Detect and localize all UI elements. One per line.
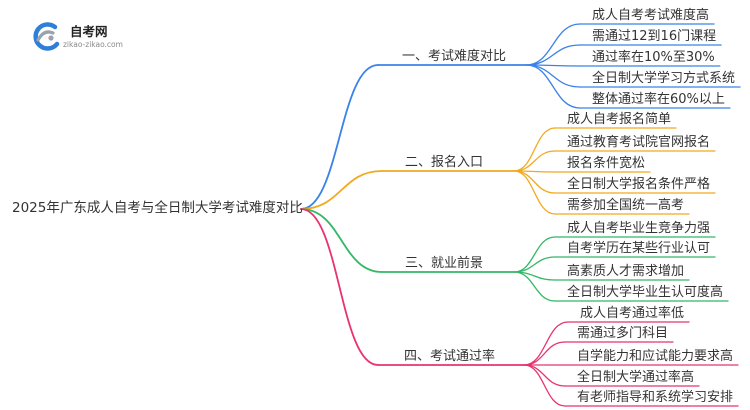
- connector-branch-4-leaf-1: [523, 321, 569, 366]
- connector-branch-4-leaf-2: [523, 341, 566, 366]
- branch-4: 四、考试通过率 成人自考通过率低 需通过多门科目 自学能力和应试能力要求高 全日…: [404, 305, 733, 405]
- connector-branch-2-leaf-5: [513, 170, 556, 215]
- connector-root-branch-4: [300, 208, 379, 366]
- connector-branch-4-leaf-5: [523, 364, 566, 407]
- connector-branch-2-leaf-4: [513, 170, 556, 194]
- connector-branch-1-leaf-5: [525, 64, 581, 109]
- branch-1-leaf-2: 需通过12到16门课程: [592, 29, 716, 44]
- branch-2-leaf-5: 需参加全国统一高考: [567, 197, 684, 213]
- connector-branch-1-leaf-4: [525, 64, 581, 88]
- branch-3: 三、就业前景 成人自考毕业生竞争力强 自考学历在某些行业认可 高素质人才需求增加…: [405, 220, 723, 300]
- branch-2-leaf-2: 通过教育考试院官网报名: [567, 134, 710, 150]
- branch-1-label: 一、考试难度对比: [402, 48, 506, 64]
- branch-2: 二、报名入口 成人自考报名简单 通过教育考试院官网报名 报名条件宽松 全日制大学…: [405, 111, 710, 213]
- branch-1-leaf-4: 全日制大学学习方式系统: [592, 70, 735, 86]
- connector-branch-3-leaf-2: [513, 256, 556, 273]
- connector-branch-4-leaf-4: [523, 364, 566, 387]
- branch-1: 一、考试难度对比 成人自考考试难度高 需通过12到16门课程 通过率在10%至3…: [402, 7, 735, 107]
- branch-1-leaf-3: 通过率在10%至30%: [592, 49, 715, 65]
- branch-3-leaf-1: 成人自考毕业生竞争力强: [567, 220, 710, 236]
- branch-3-label: 三、就业前景: [405, 255, 483, 271]
- branch-2-label: 二、报名入口: [405, 154, 483, 170]
- connector-branch-1-leaf-1: [525, 23, 581, 66]
- branch-4-leaf-2: 需通过多门科目: [577, 325, 668, 341]
- branch-4-label: 四、考试通过率: [404, 348, 495, 364]
- connector-branch-3-leaf-1: [513, 236, 556, 273]
- connector-branch-3-leaf-4: [513, 271, 556, 302]
- branch-4-leaf-3: 自学能力和应试能力要求高: [577, 348, 733, 364]
- branch-4-leaf-4: 全日制大学通过率高: [577, 369, 694, 385]
- branch-2-leaf-1: 成人自考报名简单: [567, 111, 671, 127]
- branch-1-leaf-1: 成人自考考试难度高: [592, 7, 709, 23]
- connectors: [300, 23, 741, 407]
- branch-3-leaf-2: 自考学历在某些行业认可: [567, 240, 710, 256]
- branch-2-leaf-3: 报名条件宽松: [567, 155, 645, 171]
- connector-root-branch-1: [300, 64, 379, 210]
- branch-4-leaf-5: 有老师指导和系统学习安排: [577, 389, 733, 405]
- zikao-logo-icon: [33, 22, 60, 51]
- connector-root-branch-3: [300, 208, 383, 273]
- branch-3-leaf-3: 高素质人才需求增加: [567, 263, 684, 279]
- connector-branch-2-leaf-1: [513, 127, 556, 172]
- logo-domain: zikao-zikao.com: [63, 40, 123, 49]
- branch-3-leaf-4: 全日制大学毕业生认可度高: [567, 284, 723, 300]
- root-topic: 2025年广东成人自考与全日制大学考试难度对比: [12, 199, 303, 216]
- connector-branch-2-leaf-2: [513, 150, 556, 172]
- branch-1-leaf-5: 整体通过率在60%以上: [592, 91, 725, 107]
- branch-2-leaf-4: 全日制大学报名条件严格: [567, 176, 710, 192]
- logo-name: 自考网: [70, 24, 108, 39]
- branch-4-leaf-1: 成人自考通过率低: [580, 305, 684, 321]
- connector-root-branch-2: [300, 170, 383, 210]
- connector-branch-1-leaf-2: [525, 44, 581, 66]
- site-logo: 自考网 zikao-zikao.com: [33, 22, 123, 51]
